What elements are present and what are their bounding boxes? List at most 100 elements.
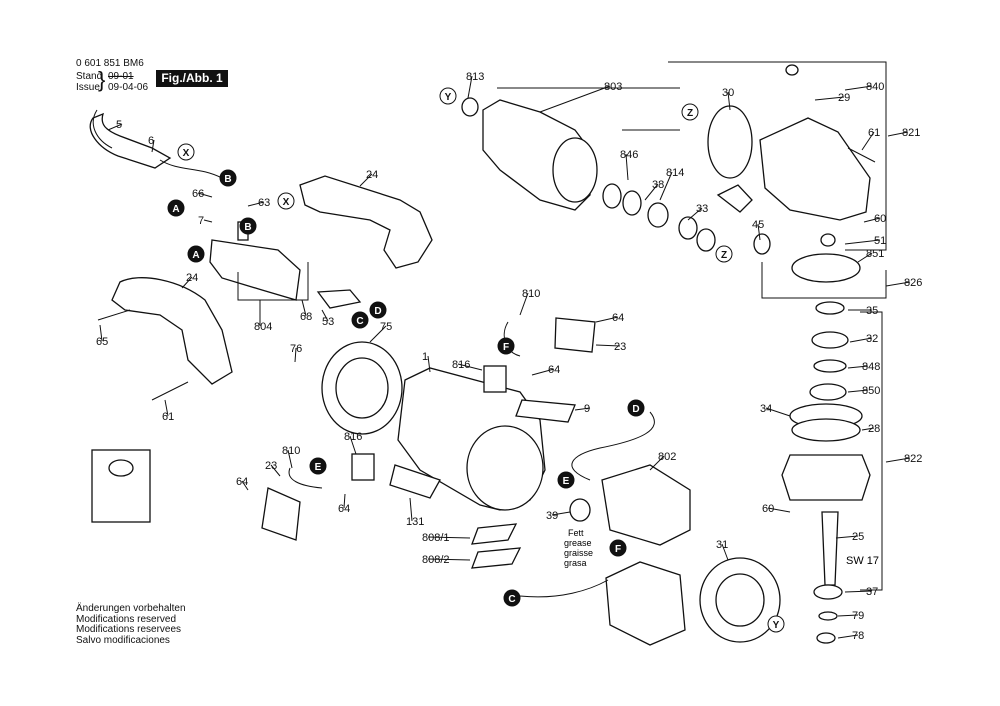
- note-line: Salvo modificaciones: [76, 634, 170, 646]
- reference-marker: [715, 245, 733, 263]
- reference-marker: [681, 103, 699, 121]
- part-label: 51: [874, 235, 886, 247]
- leader-line: [427, 558, 471, 561]
- part-label: 30: [722, 87, 734, 99]
- ring-848-shape: [813, 359, 847, 373]
- leader-line: [659, 171, 673, 201]
- part-label: 28: [868, 423, 880, 435]
- housing-opening-shape: [466, 425, 544, 511]
- ring-33-shape: [678, 216, 698, 240]
- part-label: 813: [466, 71, 484, 83]
- issue-label: Issue: [76, 82, 100, 93]
- leader-line: [687, 207, 703, 221]
- part-label: 816: [344, 431, 362, 443]
- fan-shape: [552, 137, 598, 203]
- part-label: 803: [604, 81, 622, 93]
- part-label: 33: [696, 203, 708, 215]
- spindle-25-shape: [821, 511, 839, 586]
- cover-23-upper-shape: [554, 317, 596, 353]
- leader-line: [294, 347, 297, 363]
- reference-marker: [167, 199, 185, 217]
- leader-line: [203, 219, 213, 223]
- bearing-38-shape: [622, 190, 642, 216]
- field-coil-lower-shape: [605, 561, 686, 646]
- reference-marker-letter: A: [172, 204, 179, 215]
- reference-marker-letter: Z: [721, 250, 727, 261]
- leader-line: [197, 192, 213, 198]
- part-label: 79: [852, 610, 864, 622]
- bracket-826: [761, 262, 887, 299]
- part-label: 61: [868, 127, 880, 139]
- grease-label-1: Fett: [568, 528, 584, 538]
- reference-marker-letter: C: [508, 594, 515, 605]
- leader-line: [595, 316, 619, 323]
- reference-marker-letter: Z: [687, 108, 693, 119]
- bearing-850-shape: [809, 383, 847, 401]
- reference-marker: [497, 337, 515, 355]
- plate-32-shape: [811, 331, 849, 349]
- screw-61-right-shape: [847, 147, 876, 163]
- reference-marker: [187, 245, 205, 263]
- leader-line: [241, 480, 249, 491]
- part-label: 850: [862, 385, 880, 397]
- part-label: 61: [162, 411, 174, 423]
- part-label: 7: [198, 215, 204, 227]
- part-label: 64: [236, 476, 248, 488]
- ring-846-shape: [602, 183, 622, 209]
- reference-marker-letter: F: [503, 342, 509, 353]
- flange-37-shape: [813, 584, 843, 600]
- issue-value: 09-04-06: [108, 82, 149, 93]
- part-label: 802: [658, 451, 676, 463]
- part-label: 5: [116, 119, 122, 131]
- pinion-shape: [696, 228, 716, 252]
- leader-line: [757, 223, 761, 241]
- reference-marker-letter: A: [192, 250, 199, 261]
- leader-line: [427, 355, 431, 373]
- reference-marker-letter: E: [315, 462, 322, 473]
- grease-label-3: graisse: [564, 548, 593, 558]
- reference-marker-letter: Y: [773, 620, 780, 631]
- part-label: 1: [422, 351, 428, 363]
- gear-45-shape: [753, 233, 771, 255]
- bush-51-shape: [820, 233, 836, 247]
- part-label: 68: [300, 311, 312, 323]
- leader-line: [270, 464, 281, 477]
- holder-816-upper-shape: [483, 365, 507, 393]
- reference-marker: [239, 217, 257, 235]
- wire-c-shape: [519, 579, 609, 598]
- screw-65-shape: [97, 309, 131, 321]
- leader-line: [844, 239, 881, 245]
- wrench-size-label: SW 17: [846, 555, 879, 567]
- leader-line: [531, 368, 555, 376]
- leader-line: [767, 507, 791, 513]
- leader-line: [164, 399, 169, 417]
- reference-marker-letter: E: [563, 476, 570, 487]
- reference-marker-letter: B: [244, 222, 251, 233]
- leader-line: [409, 497, 413, 522]
- part-label: 64: [548, 364, 560, 376]
- leader-line: [814, 96, 845, 101]
- leader-line: [857, 252, 873, 263]
- leader-line: [181, 276, 193, 289]
- leader-line: [885, 281, 911, 287]
- part-label: 814: [666, 167, 684, 179]
- reference-marker: [177, 143, 195, 161]
- o-ring-28-shape: [791, 418, 861, 442]
- part-label: 53: [322, 316, 334, 328]
- flange-822-shape: [781, 454, 871, 501]
- leader-line: [343, 493, 346, 509]
- reference-marker: [767, 615, 785, 633]
- leader-line: [844, 85, 873, 91]
- handle-lower-shape: [111, 277, 233, 385]
- label-131-shape: [389, 464, 441, 499]
- part-label: 808/1: [422, 532, 450, 544]
- part-label: 45: [752, 219, 764, 231]
- leader-line: [99, 324, 103, 342]
- knob-840-shape: [785, 64, 799, 76]
- brush-plate-shape: [716, 184, 753, 213]
- leader-line: [359, 173, 373, 187]
- part-label: 25: [852, 531, 864, 543]
- bearing-35-shape: [815, 301, 845, 315]
- stand-label: Stand: [76, 71, 103, 82]
- part-label: 848: [862, 361, 880, 373]
